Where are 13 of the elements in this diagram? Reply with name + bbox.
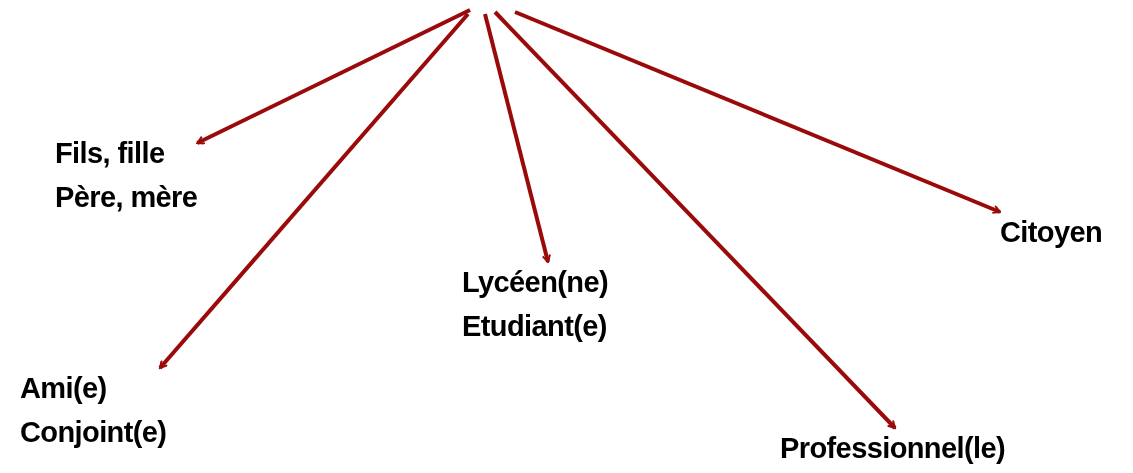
- role-label: Ami(e): [20, 371, 108, 406]
- arrow: [493, 10, 897, 430]
- arrow: [196, 8, 471, 145]
- role-label: Conjoint(e): [20, 415, 167, 450]
- arrow: [483, 13, 551, 263]
- role-label: Fils, fille: [55, 136, 166, 171]
- arrow: [158, 12, 470, 370]
- role-label: Citoyen: [1000, 215, 1103, 250]
- role-label: Etudiant(e): [462, 309, 608, 344]
- arrow: [514, 10, 1001, 214]
- role-label: Professionnel(le): [780, 431, 1006, 466]
- role-label: Lycéen(ne): [462, 265, 609, 300]
- role-label: Père, mère: [55, 180, 198, 215]
